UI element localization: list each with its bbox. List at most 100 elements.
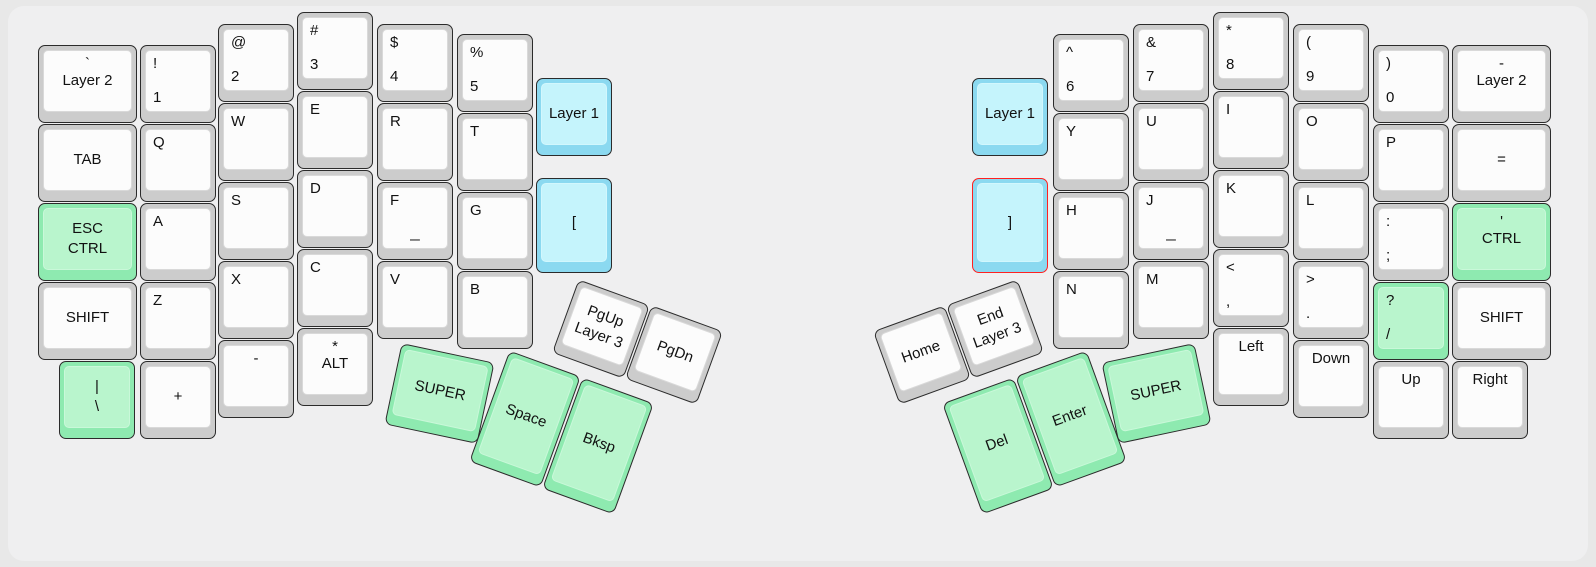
k-down[interactable]: Down xyxy=(1293,340,1369,418)
k-b[interactable]: B xyxy=(457,271,533,349)
k-tab[interactable]: TAB xyxy=(38,124,137,202)
k-slash-legend-bottom-left: / xyxy=(1386,326,1391,344)
k-pipe-bslash[interactable]: | \ xyxy=(59,361,135,439)
k-v-cap: V xyxy=(382,266,448,328)
k-lbracket-legend-center: [ xyxy=(571,213,577,231)
k-k[interactable]: K xyxy=(1213,170,1289,248)
k-tab-legend-center: TAB xyxy=(73,151,102,169)
k-layer1-r-cap: Layer 1 xyxy=(977,83,1043,145)
k-s[interactable]: S xyxy=(218,182,294,260)
k-z[interactable]: Z xyxy=(140,282,216,360)
k-j[interactable]: J_ xyxy=(1133,182,1209,260)
k-comma-cap: <, xyxy=(1218,254,1284,316)
k-v[interactable]: V xyxy=(377,261,453,339)
k-lbracket[interactable]: [ xyxy=(536,178,612,273)
k-b-legend-top-left: B xyxy=(470,281,481,298)
k-5[interactable]: %5 xyxy=(457,34,533,112)
k-period[interactable]: >. xyxy=(1293,261,1369,339)
k-super-l[interactable]: SUPER xyxy=(384,343,495,444)
k-h[interactable]: H xyxy=(1053,192,1129,270)
k-w[interactable]: W xyxy=(218,103,294,181)
k-x-legend-top-left: X xyxy=(231,271,242,288)
k-9[interactable]: (9 xyxy=(1293,24,1369,102)
k-x-cap: X xyxy=(223,266,289,328)
k-v-legend-top-left: V xyxy=(390,271,401,288)
k-l[interactable]: L xyxy=(1293,182,1369,260)
k-pgdn-legend-center: PgDn xyxy=(654,337,696,367)
k-esc-ctrl[interactable]: ESC CTRL xyxy=(38,203,137,281)
k-super-r[interactable]: SUPER xyxy=(1101,343,1212,444)
k-alt-cap: *ALT xyxy=(302,333,368,395)
k-6-cap: ^6 xyxy=(1058,39,1124,101)
k-8-legend-bottom-left: 8 xyxy=(1226,56,1235,74)
k-y[interactable]: Y xyxy=(1053,113,1129,191)
k-right[interactable]: Right xyxy=(1452,361,1528,439)
k-e[interactable]: E xyxy=(297,91,373,169)
k-super-r-legend-center: SUPER xyxy=(1128,376,1183,404)
k-comma-legend-bottom-left: , xyxy=(1226,293,1231,311)
k-d-legend-top-left: D xyxy=(310,180,321,197)
k-h-legend-top-left: H xyxy=(1066,202,1077,219)
k-d[interactable]: D xyxy=(297,170,373,248)
k-n[interactable]: N xyxy=(1053,271,1129,349)
k-a-legend-top-left: A xyxy=(153,213,164,230)
k-layer1-r[interactable]: Layer 1 xyxy=(972,78,1048,156)
k-i[interactable]: I xyxy=(1213,91,1289,169)
k-up-legend-top-center: Up xyxy=(1401,371,1421,388)
k-g[interactable]: G xyxy=(457,192,533,270)
k-plus[interactable]: + xyxy=(140,361,216,439)
k-y-legend-top-left: Y xyxy=(1066,123,1077,140)
k-shift-r[interactable]: SHIFT xyxy=(1452,282,1551,360)
k-m[interactable]: M xyxy=(1133,261,1209,339)
k-2[interactable]: @2 xyxy=(218,24,294,102)
k-equal[interactable]: = xyxy=(1452,124,1551,202)
k-f[interactable]: F_ xyxy=(377,182,453,260)
k-alt[interactable]: *ALT xyxy=(297,328,373,406)
k-1[interactable]: !1 xyxy=(140,45,216,123)
k-minus-layer2-legend-center: Layer 2 xyxy=(1476,72,1527,90)
k-up[interactable]: Up xyxy=(1373,361,1449,439)
k-shift-l-legend-center: SHIFT xyxy=(65,309,110,327)
k-8[interactable]: *8 xyxy=(1213,12,1289,90)
k-rbracket-cap: ] xyxy=(977,183,1043,262)
k-w-legend-top-left: W xyxy=(231,113,246,130)
k-3[interactable]: #3 xyxy=(297,12,373,90)
k-t[interactable]: T xyxy=(457,113,533,191)
k-r[interactable]: R xyxy=(377,103,453,181)
k-p[interactable]: P xyxy=(1373,124,1449,202)
k-minus-l[interactable]: - xyxy=(218,340,294,418)
k-3-cap: #3 xyxy=(302,17,368,79)
k-quote-ctrl[interactable]: 'CTRL xyxy=(1452,203,1551,281)
k-slash[interactable]: ?/ xyxy=(1373,282,1449,360)
k-grave-layer2-legend-center: Layer 2 xyxy=(62,72,113,90)
k-u[interactable]: U xyxy=(1133,103,1209,181)
k-grave-layer2[interactable]: `Layer 2 xyxy=(38,45,137,123)
k-right-legend-top-center: Right xyxy=(1472,371,1508,388)
k-6[interactable]: ^6 xyxy=(1053,34,1129,112)
k-i-cap: I xyxy=(1218,96,1284,158)
k-c[interactable]: C xyxy=(297,249,373,327)
k-0[interactable]: )0 xyxy=(1373,45,1449,123)
k-rbracket[interactable]: ] xyxy=(972,178,1048,273)
k-left[interactable]: Left xyxy=(1213,328,1289,406)
k-s-legend-top-left: S xyxy=(231,192,242,209)
k-4[interactable]: $4 xyxy=(377,24,453,102)
k-shift-l[interactable]: SHIFT xyxy=(38,282,137,360)
k-pgup-layer3-cap: PgUp Layer 3 xyxy=(560,285,644,367)
k-comma[interactable]: <, xyxy=(1213,249,1289,327)
k-7[interactable]: &7 xyxy=(1133,24,1209,102)
k-j-legend-top-left: J xyxy=(1146,192,1154,209)
k-q[interactable]: Q xyxy=(140,124,216,202)
k-super-l-cap: SUPER xyxy=(391,348,489,433)
k-6-legend-bottom-left: 6 xyxy=(1066,78,1075,96)
k-super-l-legend-center: SUPER xyxy=(413,376,468,404)
k-home-cap: Home xyxy=(879,311,963,393)
k-layer1-l[interactable]: Layer 1 xyxy=(536,78,612,156)
k-minus-layer2[interactable]: -Layer 2 xyxy=(1452,45,1551,123)
k-o[interactable]: O xyxy=(1293,103,1369,181)
k-1-legend-bottom-left: 1 xyxy=(153,89,162,107)
k-t-cap: T xyxy=(462,118,528,180)
k-a[interactable]: A xyxy=(140,203,216,281)
k-x[interactable]: X xyxy=(218,261,294,339)
k-semicolon[interactable]: :; xyxy=(1373,203,1449,281)
